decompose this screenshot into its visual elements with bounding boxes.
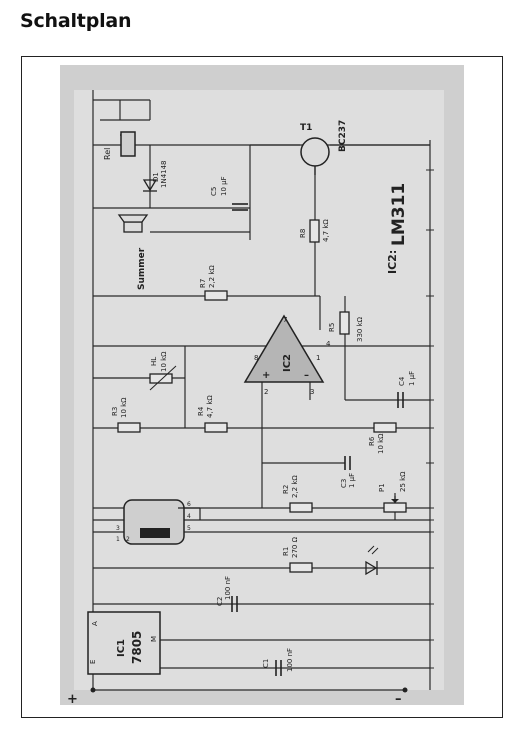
figure-frame bbox=[21, 56, 503, 718]
relay-name: Rel bbox=[103, 148, 112, 160]
r6-resistor bbox=[373, 422, 397, 433]
r5-resistor bbox=[339, 311, 350, 335]
r4-name: R4 bbox=[197, 406, 205, 416]
c4-capacitor bbox=[397, 392, 404, 408]
t1-name: T1 bbox=[300, 123, 312, 133]
c3-capacitor bbox=[344, 456, 351, 470]
c5-value: 10 µF bbox=[220, 176, 228, 196]
sensor-module bbox=[123, 499, 201, 545]
r3-resistor bbox=[117, 422, 141, 433]
ic1-label-group: IC1 bbox=[116, 639, 127, 657]
c2-value: 100 nF bbox=[224, 576, 232, 600]
r8-value: 4,7 kΩ bbox=[322, 219, 330, 242]
schematic-board bbox=[74, 90, 444, 690]
poti-p1 bbox=[383, 496, 407, 513]
ground-ticks bbox=[426, 169, 434, 669]
led bbox=[365, 545, 379, 576]
c2-name: C2 bbox=[216, 597, 224, 606]
sensor-pin6: 6 bbox=[187, 501, 191, 508]
sensor-pin3: 3 bbox=[116, 525, 120, 532]
c3-name: C3 bbox=[340, 479, 348, 488]
ic2-pin8: 8 bbox=[254, 354, 258, 362]
plus-label: + bbox=[67, 692, 78, 707]
ic2-pin4: 4 bbox=[326, 340, 331, 348]
ic2-minus-pin: – bbox=[304, 370, 309, 381]
ic2-pin2: 2 bbox=[264, 388, 268, 396]
r5-name: R5 bbox=[328, 323, 336, 332]
ntc-hl bbox=[93, 365, 185, 391]
ntc-name: HL bbox=[150, 357, 158, 366]
r2-value: 2,2 kΩ bbox=[291, 475, 299, 498]
ic2-type-label: LM311 bbox=[389, 183, 409, 246]
ic2-type-prefix: IC2: bbox=[386, 250, 399, 274]
r4-value: 4,7 kΩ bbox=[206, 395, 214, 418]
ic2-name: IC2 bbox=[282, 354, 293, 372]
minus-label: – bbox=[395, 692, 402, 707]
sensor-pin1: 1 bbox=[116, 536, 120, 543]
d1-diode bbox=[142, 179, 158, 192]
ic1-type-group: 7805 bbox=[130, 631, 144, 664]
ic2-pin3: 3 bbox=[310, 388, 314, 396]
r7-resistor bbox=[204, 290, 228, 301]
r6-value: 10 kΩ bbox=[377, 433, 385, 454]
r7-value: 2,2 kΩ bbox=[208, 265, 216, 288]
d1-type: 1N4148 bbox=[160, 160, 168, 188]
ic1-pin-a: A bbox=[91, 621, 99, 626]
c1-value: 100 nF bbox=[286, 648, 294, 672]
r2-resistor bbox=[289, 502, 313, 513]
ic1-pin-m: M bbox=[150, 636, 158, 642]
c5-name: C5 bbox=[210, 187, 218, 196]
c3-value: 1 µF bbox=[348, 473, 356, 488]
ntc-value: 10 kΩ bbox=[160, 351, 168, 372]
ic1-pin-e: E bbox=[89, 660, 97, 664]
buzzer-summer bbox=[117, 214, 149, 233]
ic2-pin1: 1 bbox=[316, 354, 320, 362]
t1-type: BC237 bbox=[338, 120, 348, 152]
poti-value: 25 kΩ bbox=[399, 471, 407, 492]
r8-name: R8 bbox=[299, 229, 307, 238]
ic2-pin7: 7 bbox=[283, 316, 287, 324]
r1-name: R1 bbox=[282, 547, 290, 556]
r4-resistor bbox=[204, 422, 228, 433]
r2-name: R2 bbox=[282, 485, 290, 494]
page-title: Schaltplan bbox=[20, 10, 132, 32]
r1-value: 270 Ω bbox=[291, 536, 299, 558]
sensor-pin5: 5 bbox=[187, 525, 191, 532]
sensor-pin4: 4 bbox=[187, 513, 191, 520]
r1-resistor bbox=[289, 562, 313, 573]
ic2-plus-pin: + bbox=[262, 370, 270, 381]
ic1-regulator bbox=[87, 611, 161, 675]
r6-name: R6 bbox=[368, 436, 376, 446]
ic1-name: IC1 bbox=[116, 639, 127, 657]
r7-name: R7 bbox=[199, 279, 207, 288]
c5-capacitor bbox=[232, 203, 248, 211]
plus-terminal bbox=[90, 687, 96, 693]
r3-name: R3 bbox=[111, 407, 119, 416]
t1-transistor bbox=[300, 137, 330, 167]
c4-name: C4 bbox=[398, 376, 406, 386]
r8-resistor bbox=[309, 219, 320, 243]
ic2-opamp bbox=[243, 314, 325, 383]
d1-name: D1 bbox=[152, 172, 160, 182]
c1-name: C1 bbox=[262, 659, 270, 668]
minus-terminal bbox=[402, 687, 408, 693]
ic1-type: 7805 bbox=[130, 631, 144, 664]
poti-name: P1 bbox=[378, 483, 386, 492]
c4-value: 1 µF bbox=[408, 371, 416, 386]
c2-capacitor bbox=[231, 596, 238, 612]
sensor-pin2: 2 bbox=[126, 536, 130, 543]
r3-value: 10 kΩ bbox=[120, 397, 128, 418]
c1-capacitor bbox=[275, 660, 282, 676]
buzzer-name: Summer bbox=[137, 247, 147, 290]
relay-coil bbox=[120, 131, 136, 157]
r5-value: 330 kΩ bbox=[356, 316, 364, 342]
